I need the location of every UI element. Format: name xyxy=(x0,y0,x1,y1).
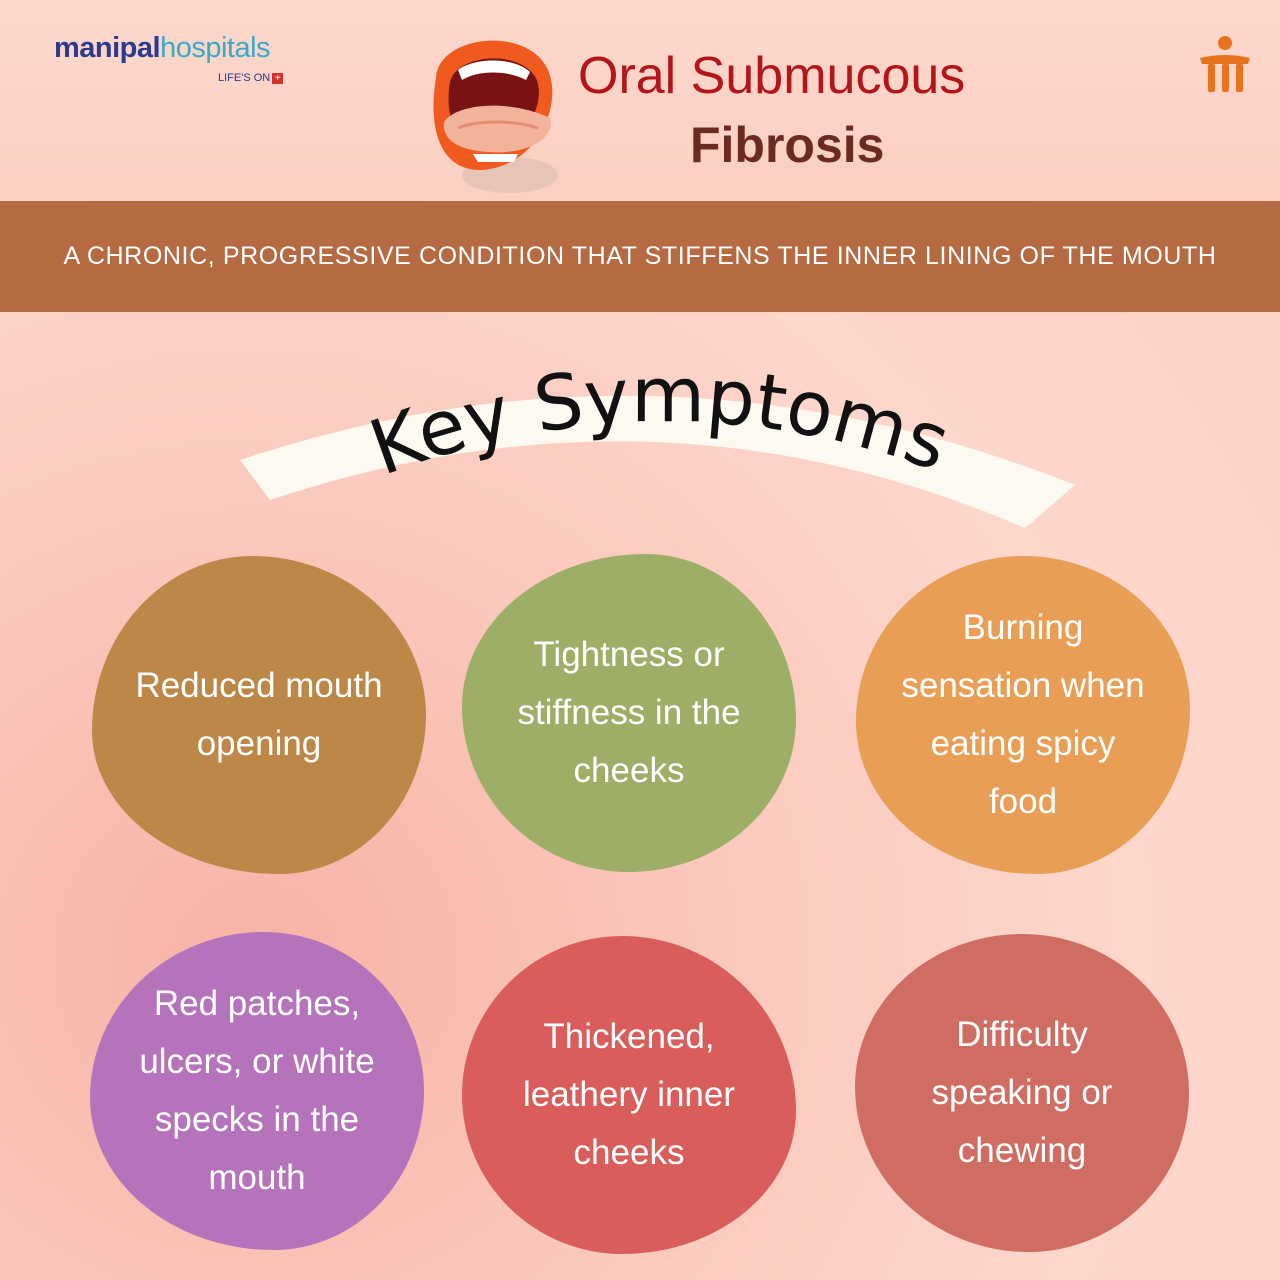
brand-name-part1: manipal xyxy=(54,32,161,64)
symptom-label: Difficulty speaking or chewing xyxy=(931,1015,1113,1170)
symptom-card-burning-sensation: Burning sensation when eating spicy food xyxy=(856,556,1190,874)
header-band xyxy=(0,0,1280,200)
symptom-card-red-patches: Red patches, ulcers, or white specks in … xyxy=(90,932,424,1250)
subtitle-banner: A CHRONIC, PROGRESSIVE CONDITION THAT ST… xyxy=(0,201,1280,312)
symptom-card-difficulty-speaking: Difficulty speaking or chewing xyxy=(855,934,1189,1252)
page-title-line1: Oral Submucous xyxy=(578,47,966,105)
plus-icon: + xyxy=(272,72,284,84)
symptom-card-thickened-cheeks: Thickened, leathery inner cheeks xyxy=(462,936,796,1254)
open-mouth-icon xyxy=(433,40,558,193)
symptom-label: Thickened, leathery inner cheeks xyxy=(522,1017,736,1172)
brand-tagline-text: LIFE'S ON xyxy=(218,72,271,84)
section-title-ribbon: Key Symptoms xyxy=(240,350,1075,528)
brand-name: manipalhospitals xyxy=(54,32,271,65)
symptom-label: Burning sensation when eating spicy food xyxy=(901,608,1145,821)
symptom-label: Red patches, ulcers, or white specks in … xyxy=(139,984,375,1197)
symptom-label: Tightness or stiffness in the cheeks xyxy=(517,635,741,790)
brand-symbol-icon xyxy=(1200,36,1250,92)
symptom-card-cheek-stiffness: Tightness or stiffness in the cheeks xyxy=(462,554,796,872)
page-title-line2: Fibrosis xyxy=(690,117,885,173)
brand-tagline: LIFE'S ON+ xyxy=(218,72,284,84)
symptom-card-reduced-mouth-opening: Reduced mouth opening xyxy=(92,556,426,874)
subtitle-text: A CHRONIC, PROGRESSIVE CONDITION THAT ST… xyxy=(63,242,1217,270)
brand-name-part2: hospitals xyxy=(160,32,271,64)
brand-logo[interactable]: manipalhospitals LIFE'S ON+ xyxy=(54,32,284,84)
symptom-label: Reduced mouth opening xyxy=(135,666,383,763)
